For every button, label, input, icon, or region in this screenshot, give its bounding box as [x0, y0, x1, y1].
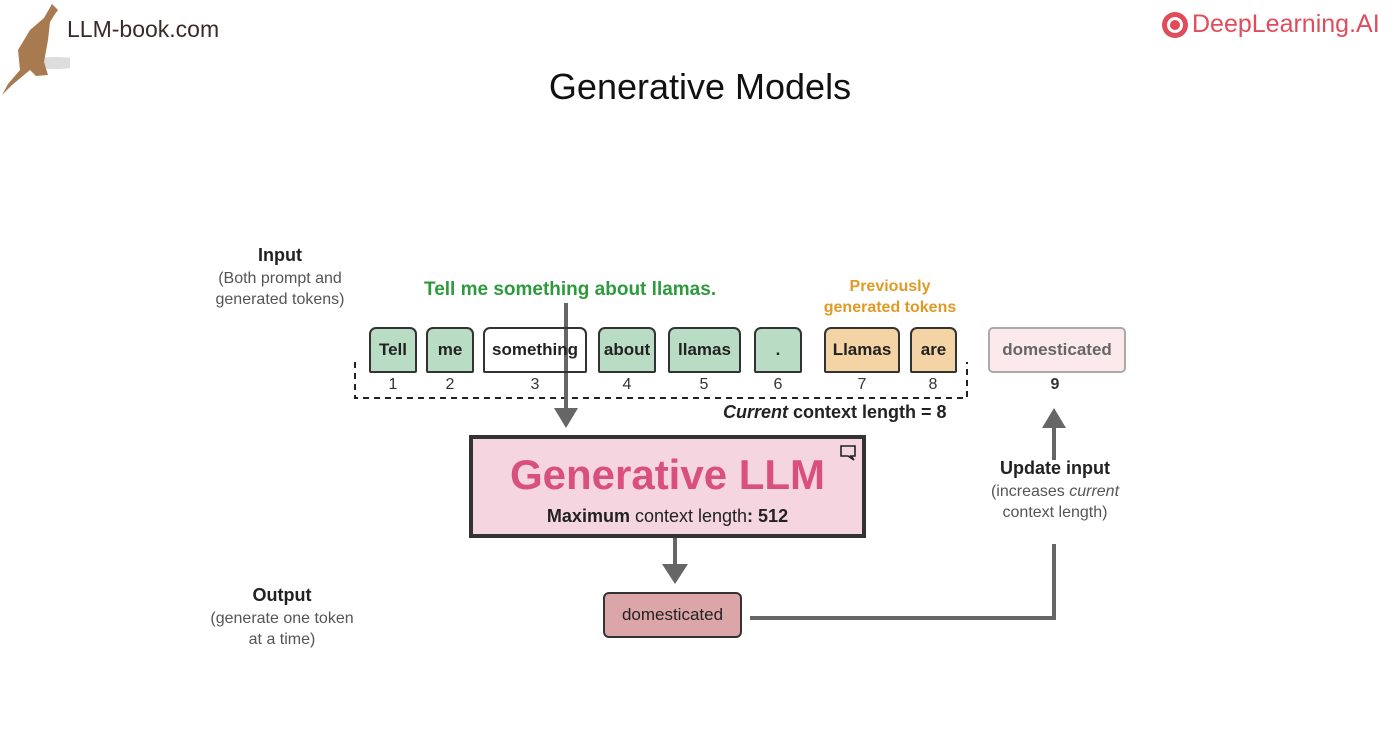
token-index: 3 [530, 376, 540, 393]
context-window-dashed-box [354, 362, 968, 399]
token-index: 8 [928, 376, 938, 393]
previous-label-line: Previously [849, 278, 931, 295]
input-sublabel-line: generated tokens) [215, 291, 345, 308]
output-sublabel: (generate one token at a time) [182, 608, 382, 650]
current-context-length: Current context length = 8 [723, 402, 947, 423]
update-line [750, 544, 1056, 620]
max-rest: context length [629, 506, 748, 526]
update-input-label: Update input [1000, 458, 1110, 478]
input-label: Input [258, 245, 302, 265]
token-index: 7 [857, 376, 867, 393]
deeplearning-ai-logo-text: DeepLearning.AI [1192, 10, 1380, 38]
current-word: Current [723, 402, 789, 422]
input-sublabel-line: (Both prompt and [218, 270, 342, 287]
update-sub-italic: current [1069, 483, 1120, 500]
token-index: 2 [445, 376, 455, 393]
max-bold: Maximum [546, 506, 630, 526]
token-box: Tell [369, 327, 417, 373]
token-index: 1 [388, 376, 398, 393]
token-box: llamas [668, 327, 741, 373]
token-index: 4 [622, 376, 632, 393]
deeplearning-ai-logo-icon [1162, 12, 1188, 38]
token-box: about [598, 327, 656, 373]
token-index: 6 [773, 376, 783, 393]
output-arrow-head [662, 564, 688, 584]
max-value: : 512 [747, 506, 789, 526]
token-box: . [754, 327, 802, 373]
update-sub-text: (increases [990, 483, 1070, 500]
token-index: 5 [699, 376, 709, 393]
update-sublabel: (increases current context length) [955, 481, 1155, 523]
update-arrow-head [1042, 408, 1066, 428]
token-box: are [910, 327, 957, 373]
update-sublabel-line: context length) [1002, 504, 1108, 521]
previous-tokens-label: Previously generated tokens [800, 276, 980, 318]
input-sublabel: (Both prompt and generated tokens) [180, 268, 380, 310]
token-box: me [426, 327, 474, 373]
update-sublabel-line: (increases current [955, 481, 1155, 502]
output-token-box: domesticated [603, 592, 742, 638]
context-length-text: context length = 8 [788, 402, 947, 422]
new-token-box: domesticated [988, 327, 1126, 373]
new-token-index: 9 [1050, 376, 1060, 393]
output-label: Output [252, 585, 312, 605]
output-sublabel-line: (generate one token [210, 610, 354, 627]
previous-label-line: generated tokens [823, 299, 957, 316]
kangaroo-image [2, 4, 70, 95]
generative-llm-box: Generative LLM Maximum context length: 5… [469, 435, 866, 538]
output-sublabel-line: at a time) [248, 631, 316, 648]
token-box: Llamas [824, 327, 900, 373]
llm-book-logo-text: LLM-book.com [67, 16, 220, 42]
model-name: Generative LLM [509, 451, 826, 498]
token-box: something [483, 327, 587, 373]
page-title: Generative Models [548, 66, 852, 107]
prompt-arrow-head [554, 408, 578, 428]
prompt-text: Tell me something about llamas. [424, 279, 717, 300]
max-context-length: Maximum context length: 512 [473, 506, 862, 527]
comment-icon [840, 445, 856, 461]
